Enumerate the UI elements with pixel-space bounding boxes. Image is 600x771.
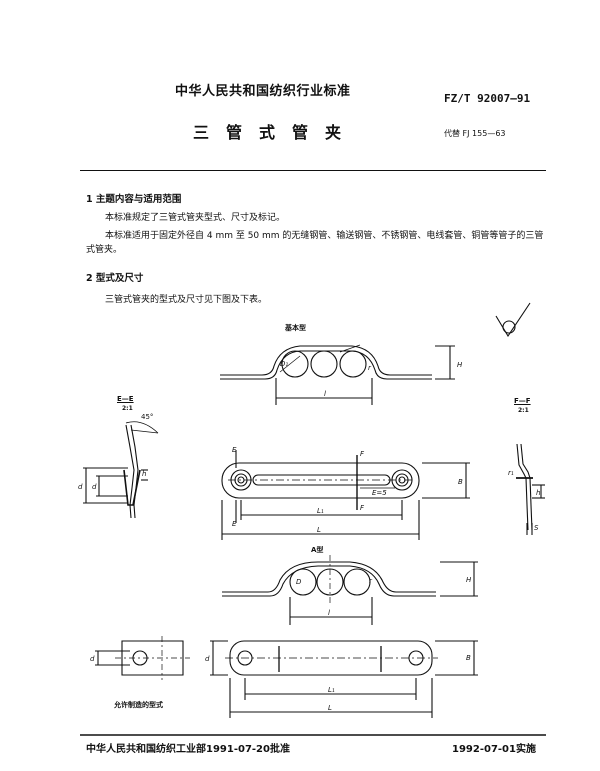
section-mark-F-bottom: F [360, 504, 365, 512]
allowed-variant-label: 允许制造的型式 [114, 701, 163, 709]
org-standard-title: 中华人民共和国纺织行业标准 [175, 84, 351, 99]
section-2-paragraph-1: 三管式管夹的型式及尺寸见下图及下表。 [105, 295, 268, 305]
dim-D-atype: D [296, 578, 302, 586]
allowed-variant-view [95, 636, 190, 680]
section-mark-E-top: E [232, 446, 237, 454]
dim-l-atype: l [328, 609, 330, 617]
plan-view [221, 450, 470, 540]
dim-B-atype: B [466, 654, 471, 662]
section-ff-view [516, 443, 545, 535]
dim-S-ff: S [534, 524, 539, 532]
dim-r-atype: r [369, 577, 373, 585]
dim-H-atype: H [466, 576, 472, 584]
dim-e-5: E=5 [372, 489, 387, 497]
dim-h-ff: h [536, 489, 540, 497]
section-ff-scale: 2:1 [518, 407, 529, 414]
dim-B-plan: B [458, 478, 463, 486]
a-type-plan-view [210, 640, 478, 718]
replaces-note: 代替 FJ 155—63 [444, 129, 506, 138]
dim-d-section: d [92, 483, 97, 491]
section-ee-scale: 2:1 [122, 405, 133, 412]
surface-finish-symbol [495, 302, 531, 338]
section-1-paragraph-2: 本标准适用于固定外径自 4 mm 至 50 mm 的无缝钢管、输送钢管、不锈钢管… [86, 231, 544, 255]
section-1-heading: 1 主题内容与适用范围 [86, 194, 182, 205]
basic-type-label: 基本型 [285, 324, 306, 332]
angle-label: 45° [141, 413, 154, 421]
dim-L-atype: L [328, 704, 332, 712]
standard-number: FZ/T 92007—91 [444, 92, 531, 105]
section-ee-view [83, 421, 159, 519]
section-ee-label: E—E [117, 395, 134, 403]
dim-l-basic: l [324, 390, 326, 398]
dim-d-variant: d [90, 655, 95, 663]
dim-r-basic: r [368, 364, 372, 372]
footer-approval: 中华人民共和国纺织工业部1991-07-20批准 [86, 744, 290, 755]
section-2-heading: 2 型式及尺寸 [86, 273, 144, 284]
dim-h-section: h [142, 470, 146, 478]
dim-L1-plan: L₁ [317, 507, 324, 515]
dim-d1-section: d [78, 483, 83, 491]
dim-d-atype: d [205, 655, 210, 663]
footer-effective-date: 1992-07-01实施 [452, 744, 536, 755]
dim-L-plan: L [317, 526, 321, 534]
a-type-label: A型 [311, 546, 324, 554]
a-type-front-view [222, 555, 478, 625]
dim-L1-atype: L₁ [328, 686, 335, 694]
dim-D1: D₁ [280, 360, 288, 368]
basic-type-front-view [220, 344, 455, 405]
section-ff-label: F—F [514, 397, 531, 405]
section-mark-E-bottom: E [232, 520, 237, 528]
dim-H-basic: H [457, 361, 463, 369]
section-1-paragraph-1: 本标准规定了三管式管夹型式、尺寸及标记。 [105, 213, 286, 223]
section-mark-F-top: F [360, 450, 365, 458]
page-title: 三管式管夹 [193, 123, 359, 142]
dim-r1-ff: r₁ [508, 469, 514, 477]
header-rule [80, 170, 546, 171]
